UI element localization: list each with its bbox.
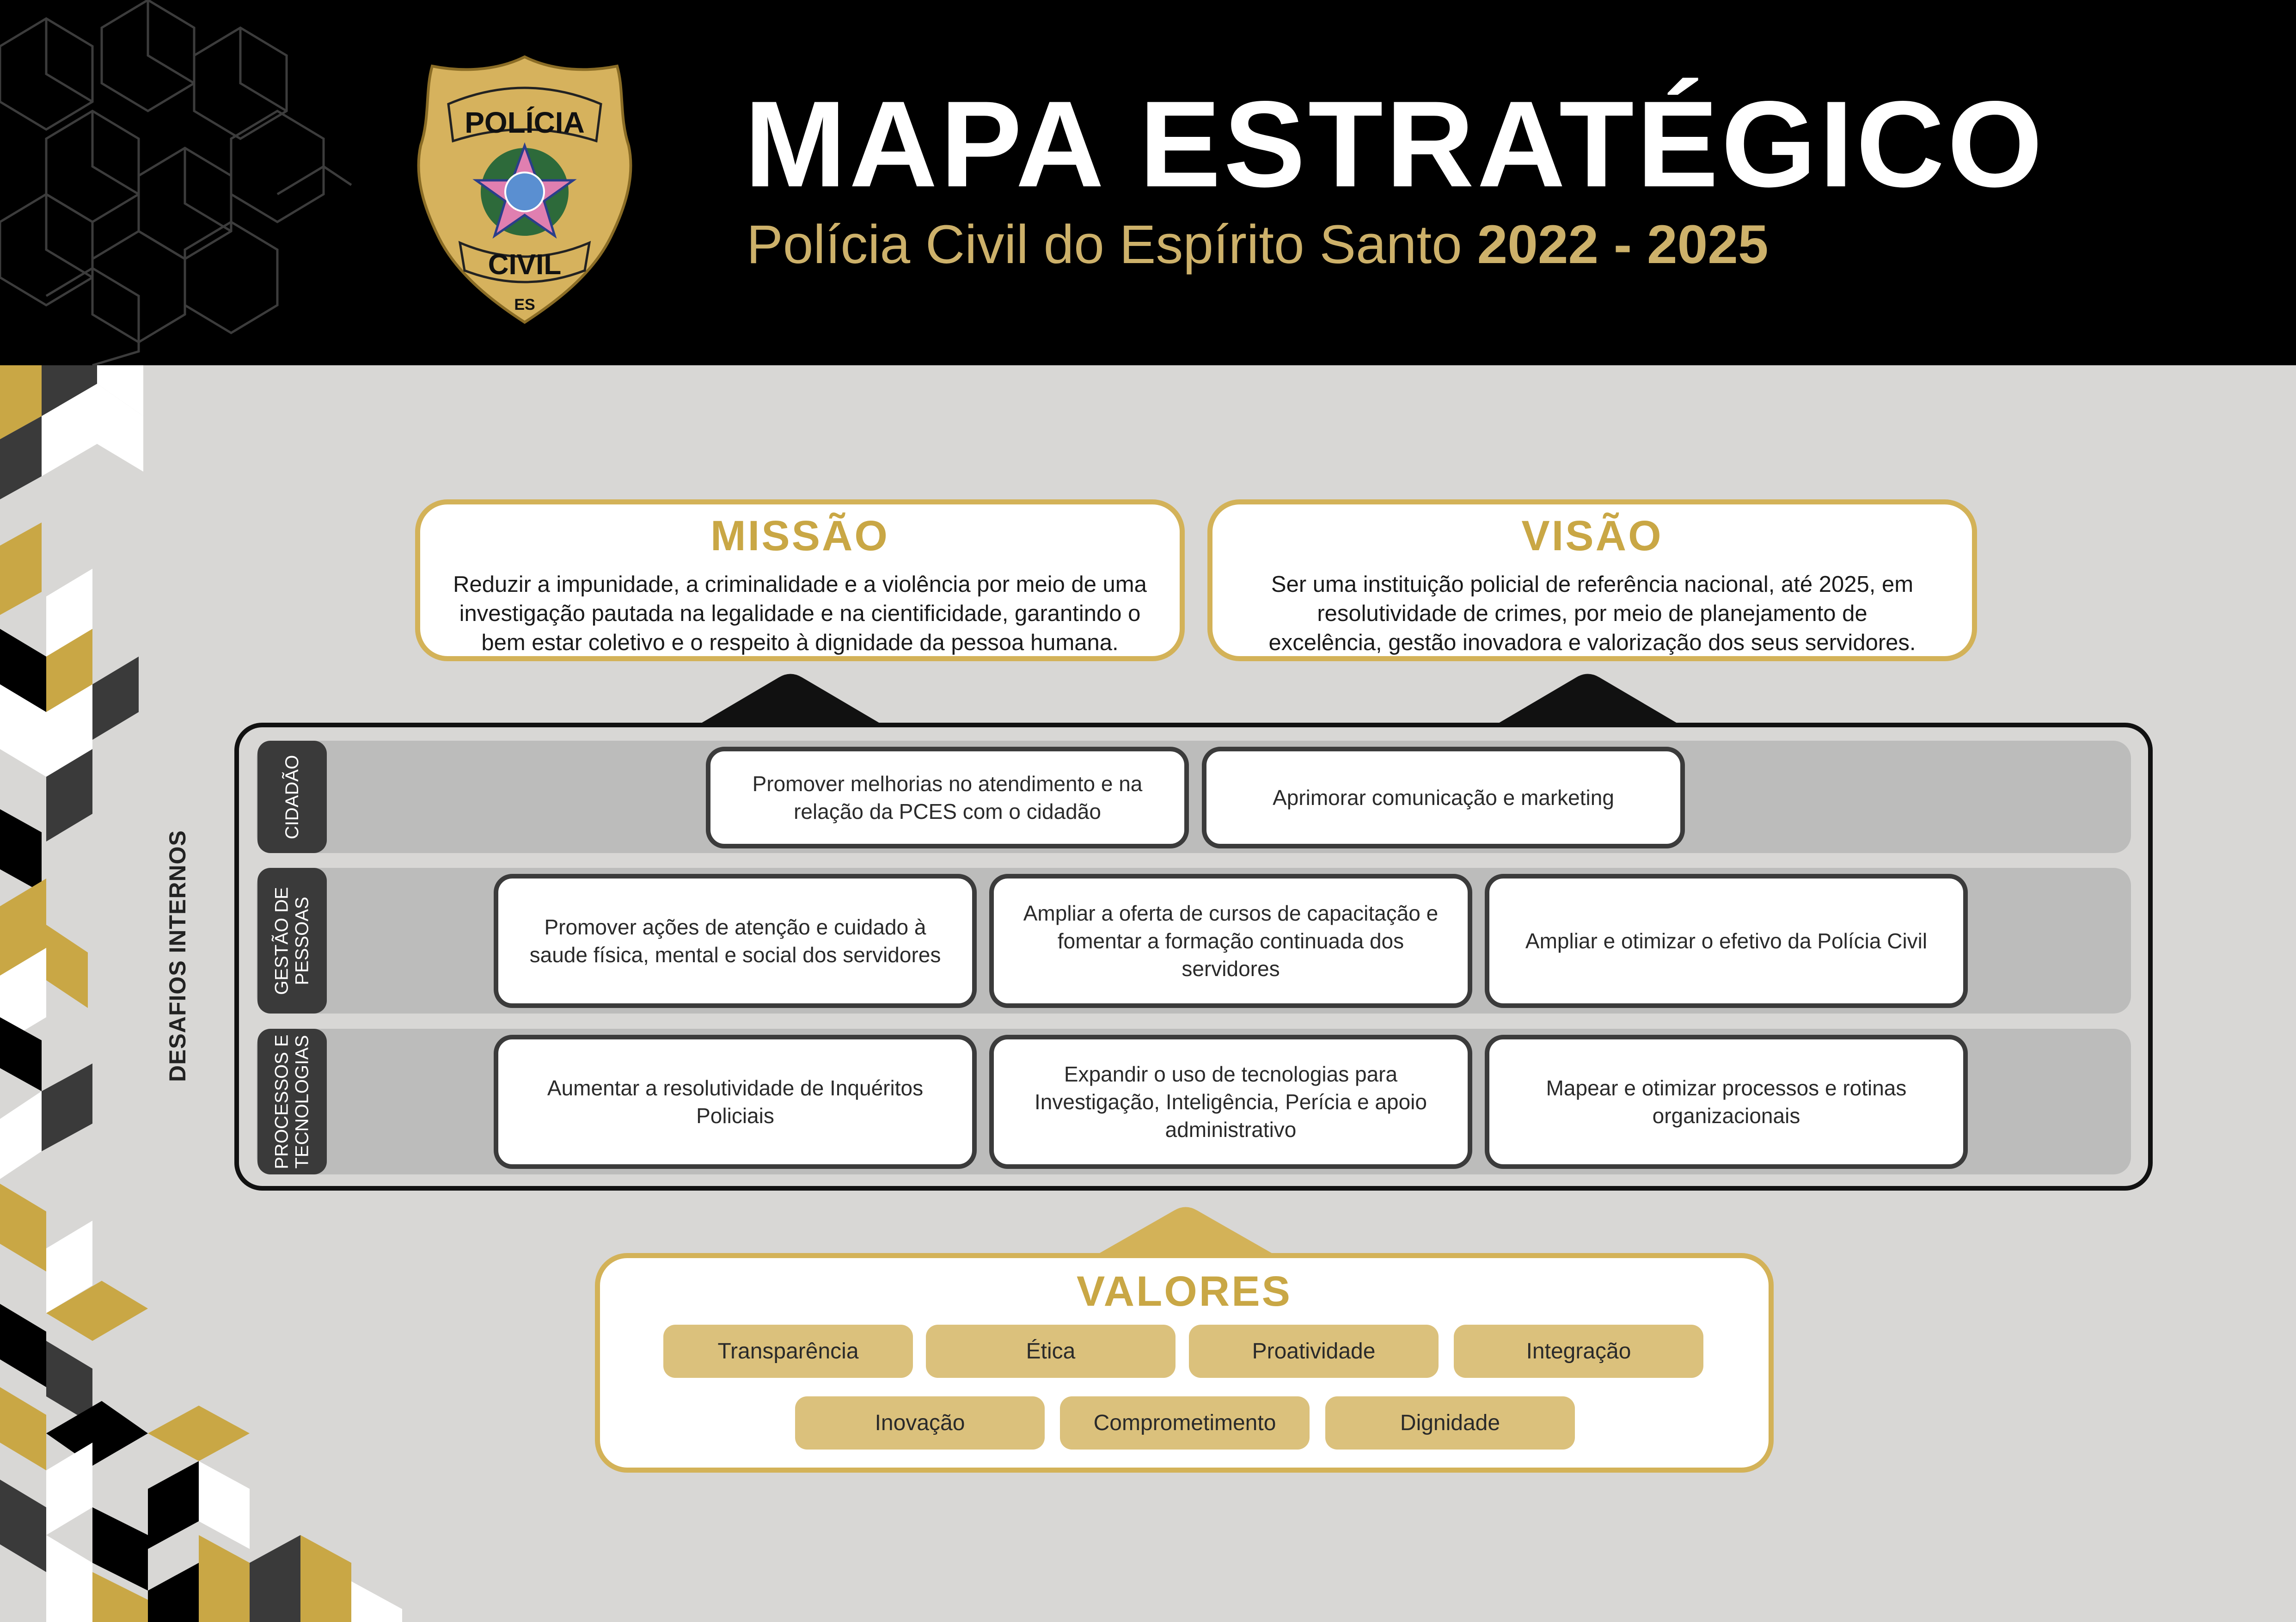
- valor-pill: Dignidade: [1325, 1396, 1575, 1450]
- visao-card: VISÃO Ser uma instituição policial de re…: [1207, 499, 1977, 661]
- subtitle-org: Polícia Civil do Espírito Santo: [747, 214, 1462, 275]
- objective-box: Ampliar e otimizar o efetivo da Polícia …: [1485, 874, 1968, 1008]
- row-label-cidadao: CIDADÃO: [257, 741, 327, 853]
- missao-title: MISSÃO: [710, 512, 889, 559]
- desafios-internos-label: DESAFIOS INTERNOS: [165, 830, 190, 1082]
- valor-pill: Ética: [926, 1325, 1176, 1378]
- objective-box: Mapear e otimizar processos e rotinas or…: [1485, 1035, 1968, 1169]
- valor-pill: Transparência: [663, 1325, 913, 1378]
- visao-text: Ser uma instituição policial de referênc…: [1268, 572, 1916, 655]
- row-label-gestao-line2: PESSOAS: [292, 896, 313, 985]
- objective-box: Aprimorar comunicação e marketing: [1202, 747, 1685, 848]
- row-label-processos-line1: PROCESSOS E: [272, 1034, 293, 1169]
- missao-card: MISSÃO Reduzir a impunidade, a criminali…: [415, 499, 1185, 661]
- valor-pill: Comprometimento: [1060, 1396, 1310, 1450]
- objective-box: Expandir o uso de tecnologias para Inves…: [989, 1035, 1472, 1169]
- objective-box: Promover melhorias no atendimento e na r…: [706, 747, 1189, 848]
- row-label-gestao-line1: GESTÃO DE: [272, 886, 293, 995]
- arrow-up-gold-icon: [1093, 1207, 1278, 1257]
- valor-pill: Proatividade: [1189, 1325, 1439, 1378]
- page-subtitle: Polícia Civil do Espírito Santo 2022 - 2…: [747, 217, 1769, 272]
- arrow-up-icon: [700, 674, 881, 724]
- valor-pill: Integração: [1454, 1325, 1703, 1378]
- missao-text: Reduzir a impunidade, a criminalidade e …: [453, 572, 1147, 655]
- row-label-cidadao-text: CIDADÃO: [282, 755, 302, 839]
- page-title: MAPA ESTRATÉGICO: [744, 76, 2045, 213]
- police-badge-icon: POLÍCIA CIVIL ES: [417, 55, 632, 324]
- desafios-frame: [234, 723, 2153, 1191]
- valores-title: VALORES: [1077, 1268, 1292, 1315]
- objective-box: Aumentar a resolutividade de Inquéritos …: [494, 1035, 977, 1169]
- objective-box: Promover ações de atenção e cuidado à sa…: [494, 874, 977, 1008]
- badge-state-text: ES: [514, 296, 535, 313]
- arrow-up-icon: [1498, 674, 1678, 724]
- badge-bottom-text: CIVIL: [488, 249, 561, 281]
- badge-top-text: POLÍCIA: [465, 106, 585, 139]
- row-label-processos-line2: TECNOLOGIAS: [292, 1035, 313, 1168]
- row-cidadao: [257, 741, 2131, 853]
- valor-pill: Inovação: [795, 1396, 1045, 1450]
- objective-box: Ampliar a oferta de cursos de capacitaçã…: [989, 874, 1472, 1008]
- visao-title: VISÃO: [1521, 512, 1663, 559]
- header-bar: [0, 0, 2296, 365]
- subtitle-years: 2022 - 2025: [1477, 214, 1769, 275]
